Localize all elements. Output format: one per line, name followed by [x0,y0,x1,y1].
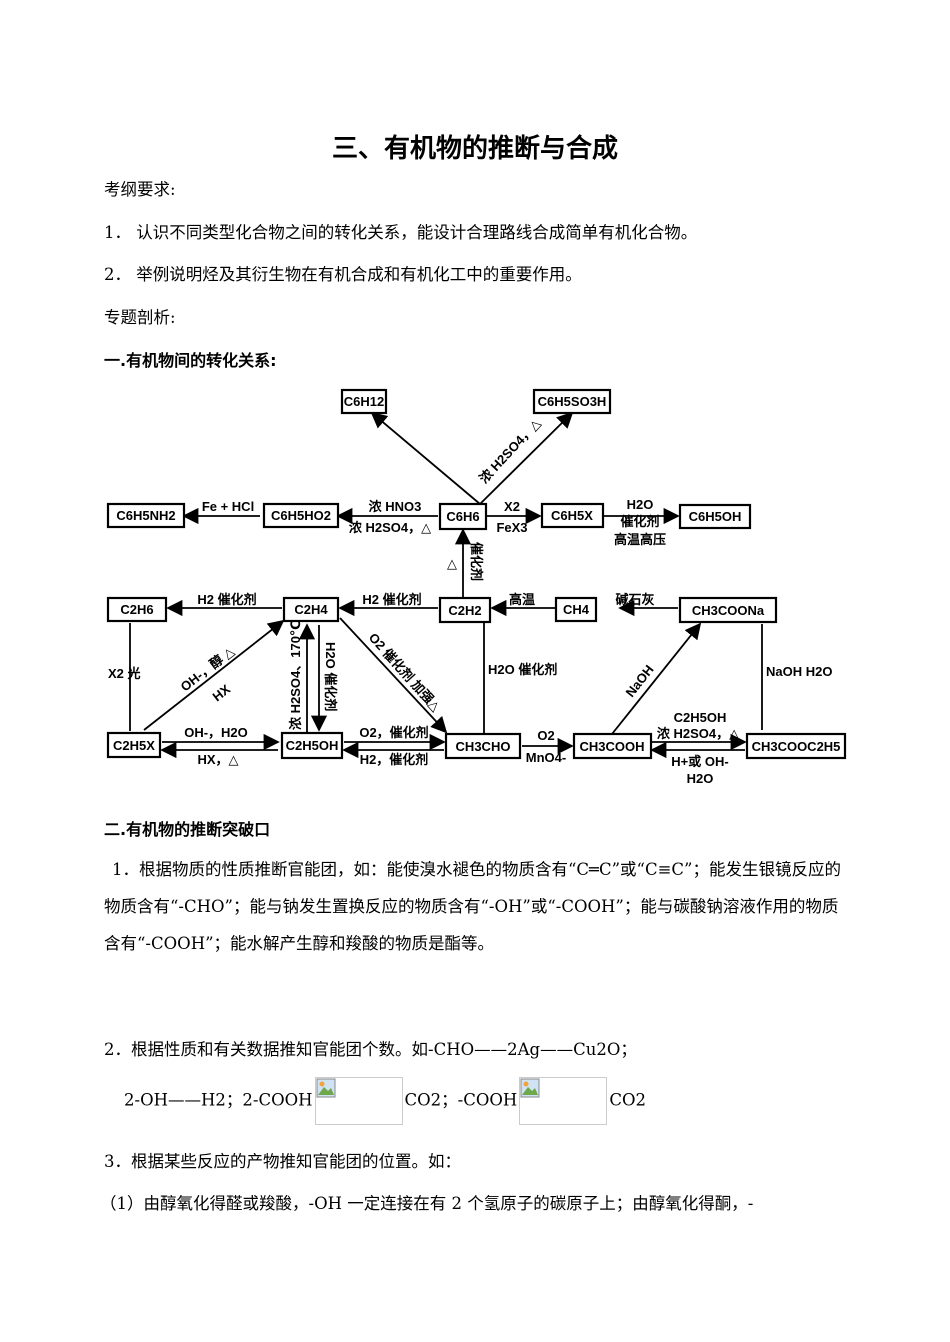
section-heading-1: 一.有机物间的转化关系: [104,351,277,370]
node-c6h5no2: C6H5HO2 [262,502,340,529]
node-c2h2: C2H2 [438,596,492,624]
node-c6h6: C6H6 [438,502,488,531]
label-h2o-cat-right: H2O 催化剂 [488,662,557,677]
broken-image-icon [316,1078,336,1098]
node-c2h5oh: C2H5OH [280,731,344,760]
label-high-tp: 高温高压 [614,532,666,547]
node-ch4: CH4 [554,596,598,623]
analysis-label: 专题剖析: [104,308,176,327]
svg-text:C6H5NH2: C6H5NH2 [116,508,175,523]
label-x2-light: X2 光 [108,666,141,681]
label-naoh: NaOH [623,662,657,700]
label-hx-delta: HX，△ [197,752,238,767]
paragraph-4: （1）由醇氧化得醛或羧酸，-OH 一定连接在有 2 个氢原子的碳原子上；由醇氧化… [100,1194,754,1213]
svg-text:CH4: CH4 [563,602,590,617]
svg-text:C2H2: C2H2 [448,603,481,618]
svg-text:C6H5HO2: C6H5HO2 [271,508,331,523]
label-h2cat-2: H2 催化剂 [362,592,421,607]
conversion-diagram: C6H12 C6H5SO3H C6H5NH2 C6H5HO2 C6H6 C6H5… [106,388,847,786]
label-h2-cat: H2，催化剂 [360,752,429,767]
outline-label: 考纲要求: [104,180,176,199]
label-delta: △ [447,556,457,571]
paragraph-2b-part-c: CO2 [609,1090,646,1110]
label-fex3: FeX3 [496,520,527,535]
missing-image-1 [314,1077,403,1125]
node-c6h5nh2: C6H5NH2 [106,502,186,529]
label-h2o-bottom: H2O [687,771,714,786]
node-ch3cooc2h5: CH3COOC2H5 [745,732,847,760]
label-high-temp: 高温 [509,592,535,607]
label-h-or-oh: H+或 OH- [671,754,728,769]
node-ch3coona: CH3COONa [678,596,778,624]
broken-image-icon [520,1078,540,1098]
svg-text:C2H5X: C2H5X [113,738,155,753]
label-h2so4-170: 浓 H2SO4、170℃ [288,620,303,730]
label-o2-cat: O2，催化剂 [359,725,428,740]
label-h2so4-nitration: 浓 H2SO4，△ [349,520,431,535]
label-mno4: MnO4- [526,750,566,765]
svg-text:CH3COONa: CH3COONa [692,603,765,618]
label-o2: O2 [537,728,554,743]
paragraph-2b: 2-OH——H2；2-COOH CO2；-COOH CO2 [124,1077,646,1125]
node-c6h12: C6H12 [340,388,388,415]
node-c2h5x: C2H5X [106,731,162,759]
paragraph-3: 3．根据某些反应的产物推知官能团的位置。如： [104,1152,461,1171]
svg-text:C6H5OH: C6H5OH [689,509,742,524]
label-h2o: H2O [627,497,654,512]
paragraph-2b-part-a: 2-OH——H2；2-COOH [124,1090,313,1110]
svg-text:CH3COOH: CH3COOH [579,739,644,754]
page-title: 三、有机物的推断与合成 [331,134,618,164]
node-c6h5x: C6H5X [540,502,605,529]
label-naoh-h2o: NaOH H2O [766,664,832,679]
node-c2h6: C2H6 [106,596,168,623]
node-c2h4: C2H4 [282,596,340,623]
svg-text:C6H6: C6H6 [446,509,479,524]
svg-text:C6H5X: C6H5X [551,508,593,523]
svg-text:C2H6: C2H6 [120,602,153,617]
label-h2so4: 浓 H2SO4，△ [657,726,739,741]
label-hx: HX [210,681,234,704]
paragraph-2: 2．根据性质和有关数据推知官能团个数。如-CHO——2Ag——Cu2O； [104,1040,637,1059]
svg-text:C2H4: C2H4 [294,602,328,617]
label-o2-cat-heat: O2 催化剂 加强△ [366,630,444,714]
svg-text:C6H12: C6H12 [344,394,384,409]
node-ch3cooh: CH3COOH [572,732,653,760]
label-h2cat-1: H2 催化剂 [197,592,256,607]
section-heading-2: 二.有机物的推断突破口 [104,820,271,839]
label-c2h5oh: C2H5OH [674,710,727,725]
svg-text:C2H5OH: C2H5OH [286,738,339,753]
node-c6h5oh: C6H5OH [678,503,752,530]
node-c6h5so3h: C6H5SO3H [532,388,612,415]
requirement-1: 1． 认识不同类型化合物之间的转化关系，能设计合理路线合成简单有机化合物。 [104,223,698,242]
missing-image-2 [519,1077,608,1125]
label-cat-vertical: 催化剂 [469,542,484,581]
label-fe-hcl: Fe + HCl [202,499,254,514]
label-hno3: 浓 HNO3 [369,499,422,514]
paragraph-2b-part-b: CO2；-COOH [404,1090,518,1110]
svg-text:CH3CHO: CH3CHO [456,739,511,754]
label-h2o-cat-left: H2O 催化剂 [323,642,338,711]
diagram-edges [129,411,763,759]
svg-text:CH3COOC2H5: CH3COOC2H5 [752,739,841,754]
label-oh-h2o: OH-，H2O [184,725,248,740]
label-cat: 催化剂 [620,514,659,529]
node-ch3cho: CH3CHO [444,732,522,760]
svg-text:C6H5SO3H: C6H5SO3H [538,394,607,409]
paragraph-1: 1．根据物质的性质推断官能团，如：能使溴水褪色的物质含有“C═C”或“C≡C”；… [104,860,841,953]
label-soda-lime: 碱石灰 [615,592,654,607]
label-x2: X2 [504,499,520,514]
requirement-2: 2． 举例说明烃及其衍生物在有机合成和有机化工中的重要作用。 [104,265,582,284]
